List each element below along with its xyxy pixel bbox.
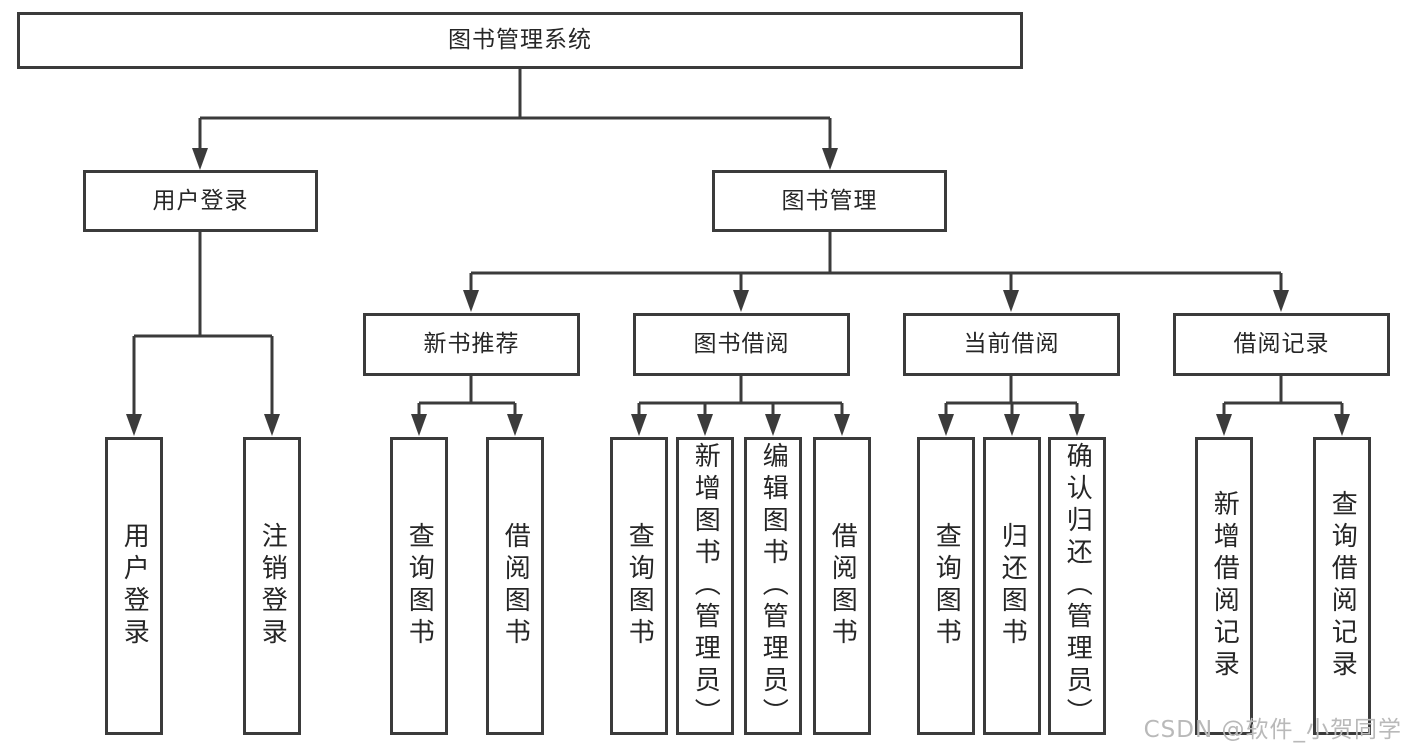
leaf-logout: 注销登录: [243, 437, 301, 735]
leaf-borrow-books-borrowing: 借阅图书: [813, 437, 871, 735]
leaf-return-book: 归还图书: [983, 437, 1041, 735]
node-current-borrowing: 当前借阅: [903, 313, 1120, 376]
leaf-query-books-current: 查询图书: [917, 437, 975, 735]
leaf-add-borrow-record: 新增借阅记录: [1195, 437, 1253, 735]
leaf-query-borrow-record: 查询借阅记录: [1313, 437, 1371, 735]
leaf-user-login: 用户登录: [105, 437, 163, 735]
leaf-query-books-recommend: 查询图书: [390, 437, 448, 735]
leaf-borrow-books-recommend: 借阅图书: [486, 437, 544, 735]
node-new-book-recommend: 新书推荐: [363, 313, 580, 376]
leaf-edit-book-admin: 编辑图书（管理员）: [744, 437, 802, 735]
node-root-system: 图书管理系统: [17, 12, 1023, 69]
leaf-query-books-borrowing: 查询图书: [610, 437, 668, 735]
node-borrowing-records: 借阅记录: [1173, 313, 1390, 376]
leaf-confirm-return-admin: 确认归还（管理员）: [1048, 437, 1106, 735]
node-book-management-branch: 图书管理: [712, 170, 947, 232]
node-book-borrowing: 图书借阅: [633, 313, 850, 376]
leaf-add-book-admin: 新增图书（管理员）: [676, 437, 734, 735]
csdn-watermark: CSDN @软件_小贺同学: [1143, 717, 1402, 743]
node-user-login-branch: 用户登录: [83, 170, 318, 232]
